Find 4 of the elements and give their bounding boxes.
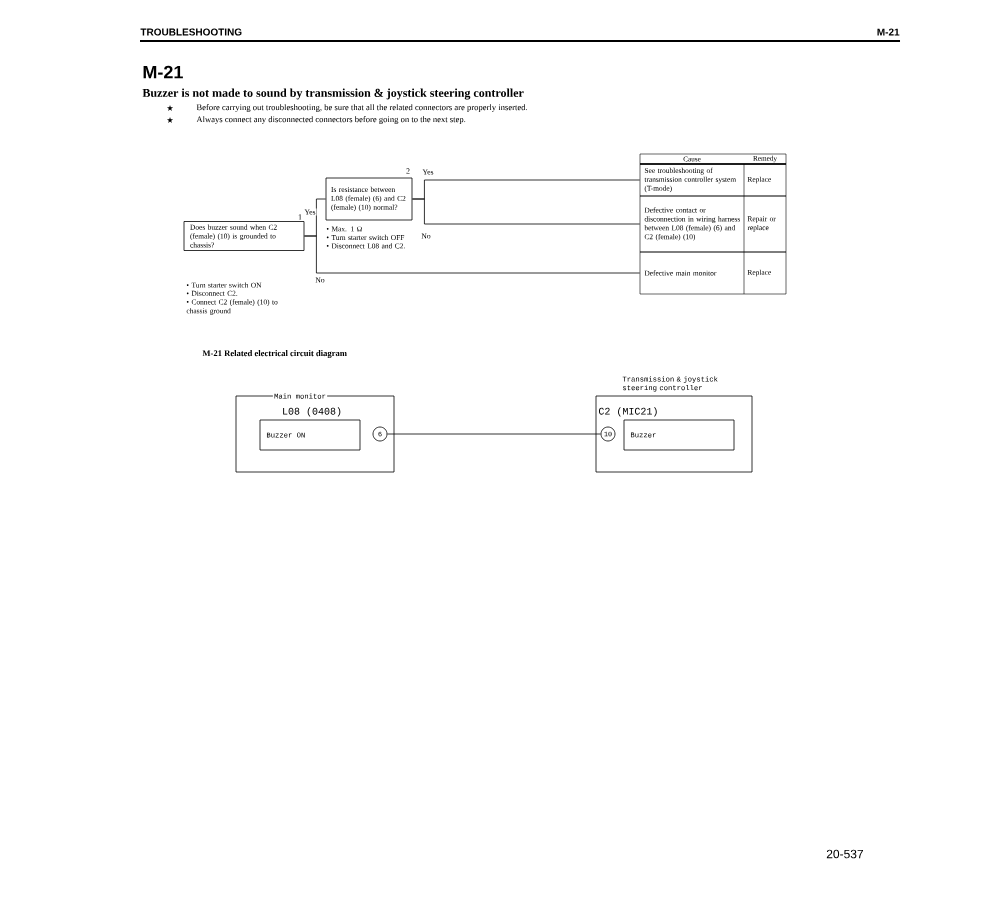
connector-line [304,235,641,274]
connector-line [387,433,601,435]
section-number: M-21 [143,65,183,79]
connector-line [412,198,641,225]
